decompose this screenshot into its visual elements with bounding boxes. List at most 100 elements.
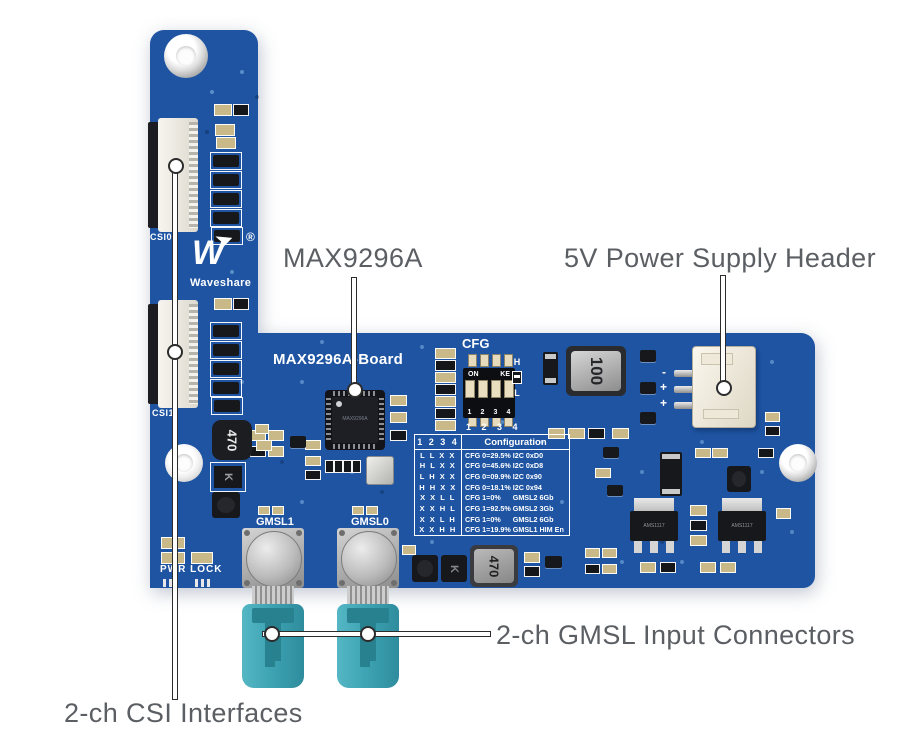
smd-passive: [305, 470, 321, 480]
callout-line-power: [720, 275, 726, 387]
smd-capacitor: [352, 460, 361, 473]
smd-passive: [214, 298, 232, 310]
dip-slider-2[interactable]: [477, 380, 488, 398]
callout-line-csi: [172, 162, 178, 700]
smd-capacitor: [325, 460, 334, 473]
gmsl1-fakra-connector[interactable]: [242, 528, 304, 688]
inductor-470-marking: 470: [224, 429, 240, 451]
csi0-connector: [158, 118, 198, 232]
smd-passive: [435, 384, 456, 395]
row-switch: H H X X: [415, 481, 462, 493]
dip-num-1: 1: [467, 409, 472, 416]
smd-passive: [585, 548, 600, 558]
smd-passive: [214, 104, 232, 116]
smd-diode: [211, 397, 243, 415]
row-desc: CFG 0=29.5% I2C 0xD0: [465, 450, 544, 460]
smd-led: [366, 506, 378, 515]
callout-dot-gmsl1: [264, 626, 280, 642]
annotation-csi-interfaces: 2-ch CSI Interfaces: [64, 698, 303, 728]
smd-passive: [402, 545, 416, 555]
smd-led: [352, 506, 364, 515]
csi0-label: CSI0: [150, 232, 173, 242]
fakra-barrel: [246, 531, 302, 587]
voltage-regulator-ams1117: AMS1117: [718, 498, 766, 556]
smd-passive: [690, 505, 707, 516]
inductor-470: 470: [212, 420, 252, 460]
smd-diode: [210, 341, 242, 359]
smd-passive: [435, 420, 456, 431]
gmsl0-fakra-connector[interactable]: [337, 528, 399, 688]
dip-slider-1[interactable]: [464, 380, 475, 398]
k-marked-component: K: [210, 462, 246, 492]
small-inductor: [412, 555, 438, 582]
dip-slider-4[interactable]: [503, 380, 514, 398]
gmsl0-label: GMSL0: [351, 516, 389, 528]
cfg-label: CFG: [462, 336, 490, 351]
cfg-dip-switch[interactable]: ON KE 1 2 3 4: [463, 368, 515, 418]
csi1-label: CSI1: [152, 408, 175, 418]
annotation-gmsl-connectors: 2-ch GMSL Input Connectors: [496, 620, 856, 650]
smd-passive: [390, 395, 407, 406]
sot23-transistor: [545, 556, 562, 568]
small-inductor: [212, 492, 240, 518]
smd-passive: [712, 448, 728, 458]
max9296a-chip: MAX9296A: [325, 390, 385, 450]
row-desc: CFG 0=18.1% I2C 0x94: [465, 482, 542, 492]
smd-passive: [640, 562, 656, 573]
power-inductor-100: 100: [566, 346, 626, 396]
sot23-transistor: [603, 447, 619, 458]
smd-passive: [524, 566, 540, 577]
dip-hl-indicator: H L: [511, 357, 523, 398]
smd-diode: [210, 360, 242, 378]
smd-passive: [191, 552, 213, 564]
callout-dot-power: [716, 380, 732, 396]
mounting-hole-middle-left: [165, 444, 203, 482]
waveshare-logo: W ➤ ® Waveshare: [190, 228, 262, 292]
inductor-470-bottom: 470: [470, 545, 518, 587]
dip-position-icon: [512, 371, 522, 384]
k-marked-component: K: [441, 555, 467, 582]
solder-pads: [163, 579, 180, 587]
k-marking: K: [447, 564, 460, 573]
smd-passive: [256, 440, 272, 451]
sot23-transistor: [640, 412, 656, 424]
annotation-max9296a: MAX9296A: [283, 243, 423, 273]
dip-slider-3[interactable]: [490, 380, 501, 398]
row-switch: X X L L: [415, 492, 462, 504]
mounting-hole-bottom-right: [779, 444, 817, 482]
smd-diode: [210, 322, 242, 340]
smd-passive: [612, 428, 629, 439]
dip-l-label: L: [514, 388, 520, 398]
smd-diode: [211, 227, 243, 245]
row-desc: CFG 1=92.5% GMSL2 3Gb: [465, 503, 554, 513]
smd-passive: [435, 348, 456, 359]
smd-passive: [690, 535, 707, 546]
callout-dot-max9296a: [347, 382, 363, 398]
smd-diode: [210, 209, 242, 227]
smd-passive: [548, 428, 565, 439]
smd-diode: [210, 171, 242, 189]
smd-passive: [758, 448, 774, 458]
table-header-switches: 1 2 3 4: [415, 435, 462, 449]
chip-marking: MAX9296A: [342, 416, 368, 422]
smd-passive: [268, 446, 284, 457]
smd-capacitor: [334, 460, 343, 473]
smd-passive: [660, 562, 676, 573]
dip-lever: [492, 354, 501, 367]
callout-dot-csi0: [168, 158, 184, 174]
power-header-pin: [674, 370, 697, 377]
smd-passive: [435, 360, 456, 371]
power-pin-neg: -: [662, 365, 666, 379]
inductor-470-marking: 470: [486, 555, 502, 577]
callout-dot-csi1: [167, 344, 183, 360]
sot23-transistor: [640, 382, 656, 394]
voltage-regulator-ams1117: AMS1117: [630, 498, 678, 556]
dip-num-3: 3: [493, 409, 498, 416]
smd-passive: [390, 412, 407, 423]
